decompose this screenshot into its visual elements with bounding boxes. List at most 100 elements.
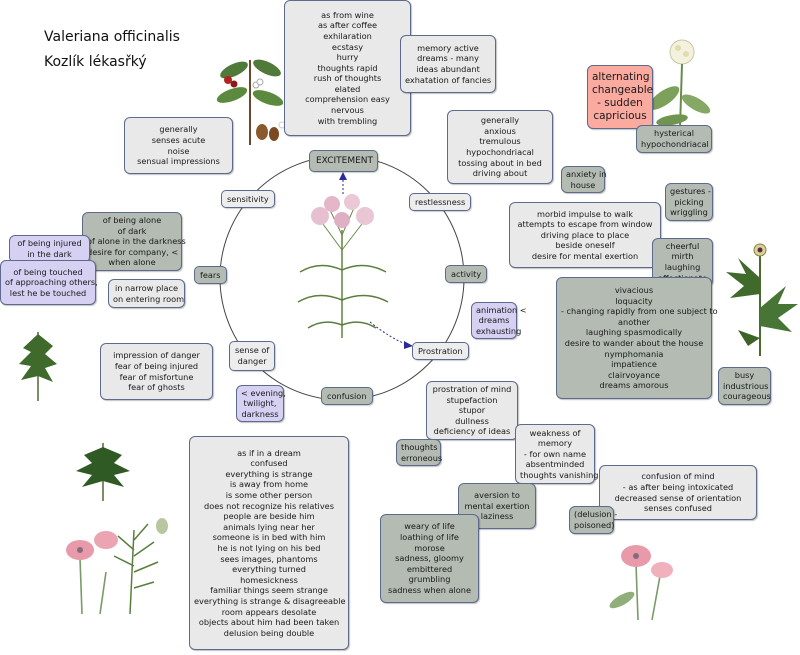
box-narrow-place-line: in narrow place [114, 282, 179, 293]
box-morbid-impulse-line: attempts to escape from window [517, 219, 653, 230]
box-busy-line: industrious [723, 380, 769, 391]
box-of-being-alone-line: of dark [117, 225, 147, 236]
box-injured-in-dark-line: of being injured [17, 238, 82, 249]
thornapple-leaf-illustration [19, 332, 57, 401]
box-exhilaration-line: ecstasy [331, 41, 364, 52]
box-as-if-in-a-dream-line: room appears desolate [221, 606, 317, 617]
box-as-if-in-a-dream-line: everything is strange [225, 468, 313, 479]
box-vivacious-line: loquacity [615, 295, 653, 306]
box-exhilaration-line: comprehension easy [305, 94, 390, 105]
box-weary-of-life-line: sadness, gloomy [395, 553, 464, 564]
box-generally-anxious-line: driving about [472, 168, 528, 179]
box-of-being-alone-line: of alone in the darkness [87, 236, 186, 247]
title-czech: Kozlík lékasřký [44, 54, 147, 70]
node-restlessness[interactable]: restlessness [409, 193, 472, 211]
box-generally-anxious-line: hypochondriacal [466, 147, 534, 157]
box-exhilaration-line: as from wine [321, 9, 374, 20]
box-alternating-line: - sudden [597, 97, 643, 109]
node-confusion[interactable]: confusion [321, 387, 373, 405]
box-cheerful-line: laughing [664, 262, 701, 272]
box-delusion-poisoned-line: (delusion - [574, 509, 618, 520]
poppy-plant-illustration-left [66, 518, 168, 615]
box-weary-of-life-line: morose [414, 542, 445, 553]
box-senses-acute-line: generally [159, 124, 198, 135]
box-memory-active-line: dreams - many [417, 53, 479, 64]
box-as-if-in-a-dream-line: familiar things seem strange [210, 585, 328, 596]
box-gestures-line: gestures - [670, 186, 711, 197]
box-weary-of-life-line: grumbling [408, 574, 451, 585]
box-vivacious-line: desire to wander about the house [564, 338, 704, 348]
box-weary-of-life-line: sadness when alone [387, 584, 472, 595]
box-as-if-in-a-dream-line: someone is in bed with him [212, 532, 326, 543]
node-fears[interactable]: fears [194, 266, 227, 284]
node-prostration[interactable]: Prostration [412, 342, 469, 360]
box-evening-twilight: < evening,twilight,darkness [236, 385, 286, 422]
box-exhilaration-line: exhilaration [323, 30, 372, 41]
box-animation-dreams-line: animation < [476, 304, 527, 315]
box-senses-acute-line: senses acute [151, 134, 206, 145]
box-alternating-line: alternating [592, 71, 650, 83]
box-confusion-of-mind-line: - as after being intoxicated [622, 481, 734, 492]
box-as-if-in-a-dream-line: he is not lying on his bed [217, 543, 321, 553]
box-hysterical-line: hypochondriacal [641, 139, 709, 149]
box-morbid-impulse-line: morbid impulse to walk [537, 208, 633, 219]
box-evening-twilight-line: darkness [241, 408, 279, 419]
box-as-if-in-a-dream-line: sees images, phantoms [220, 553, 318, 564]
box-weary-of-life-line: embittered [406, 563, 453, 574]
box-weakness-of-memory-line: weakness of [529, 427, 581, 438]
box-prostration-of-mind-line: dullness [455, 415, 489, 426]
box-as-if-in-a-dream-line: as if in a dream [237, 447, 301, 458]
box-confusion-of-mind: confusion of mind- as after being intoxi… [599, 465, 757, 520]
box-weakness-of-memory-line: memory [537, 438, 573, 449]
box-of-being-alone-line: when alone [108, 257, 156, 268]
box-cheerful-line: mirth [671, 251, 694, 262]
node-sense-of-danger[interactable]: sense of danger [229, 341, 276, 371]
node-activity[interactable]: activity [445, 265, 488, 283]
box-being-touched-line: of being touched [13, 266, 83, 277]
white-flower-plant-illustration [648, 39, 711, 129]
box-vivacious-line: nymphomania [604, 348, 664, 359]
box-exhilaration-line: as after coffee [317, 20, 378, 31]
box-as-if-in-a-dream-line: is some other person [225, 490, 313, 501]
box-as-if-in-a-dream-line: objects about him had been taken [198, 617, 340, 628]
box-busy-line: busy [734, 370, 755, 381]
box-as-if-in-a-dream-line: everything turned [232, 564, 306, 575]
box-vivacious-line: vivacious [614, 285, 654, 296]
box-of-being-alone-line: of being alone [102, 215, 162, 226]
box-as-if-in-a-dream-line: is away from home [229, 479, 309, 490]
node-sensitivity[interactable]: sensitivity [221, 190, 275, 208]
box-gestures-line: wriggling [670, 207, 708, 218]
box-exhilaration-line: thoughts rapid [317, 62, 378, 73]
box-as-if-in-a-dream-line: everything is strange & disagreeable [194, 595, 346, 606]
box-gestures-line: picking [674, 196, 704, 207]
box-vivacious-line: dreams amorous [599, 380, 669, 391]
box-exhilaration-line: hurry [336, 52, 359, 63]
box-anxiety-in-house-line: house [570, 179, 596, 190]
box-prostration-of-mind-line: deficiency of ideas [433, 426, 511, 437]
box-vivacious-line: impatience [611, 359, 657, 370]
box-morbid-impulse-line: desire for mental exertion [531, 250, 639, 261]
arrow-head-up [339, 172, 347, 180]
node-excitement[interactable]: EXCITEMENT [309, 150, 378, 172]
box-generally-anxious-line: tremulous [479, 136, 521, 147]
box-as-if-in-a-dream-line: confused [250, 458, 288, 469]
box-aversion-line: aversion to [474, 490, 520, 501]
box-impression-of-danger-line: impression of danger [113, 350, 200, 361]
box-memory-active-line: exhatation of fancies [405, 74, 492, 85]
box-confusion-of-mind-line: senses confused [644, 503, 712, 514]
